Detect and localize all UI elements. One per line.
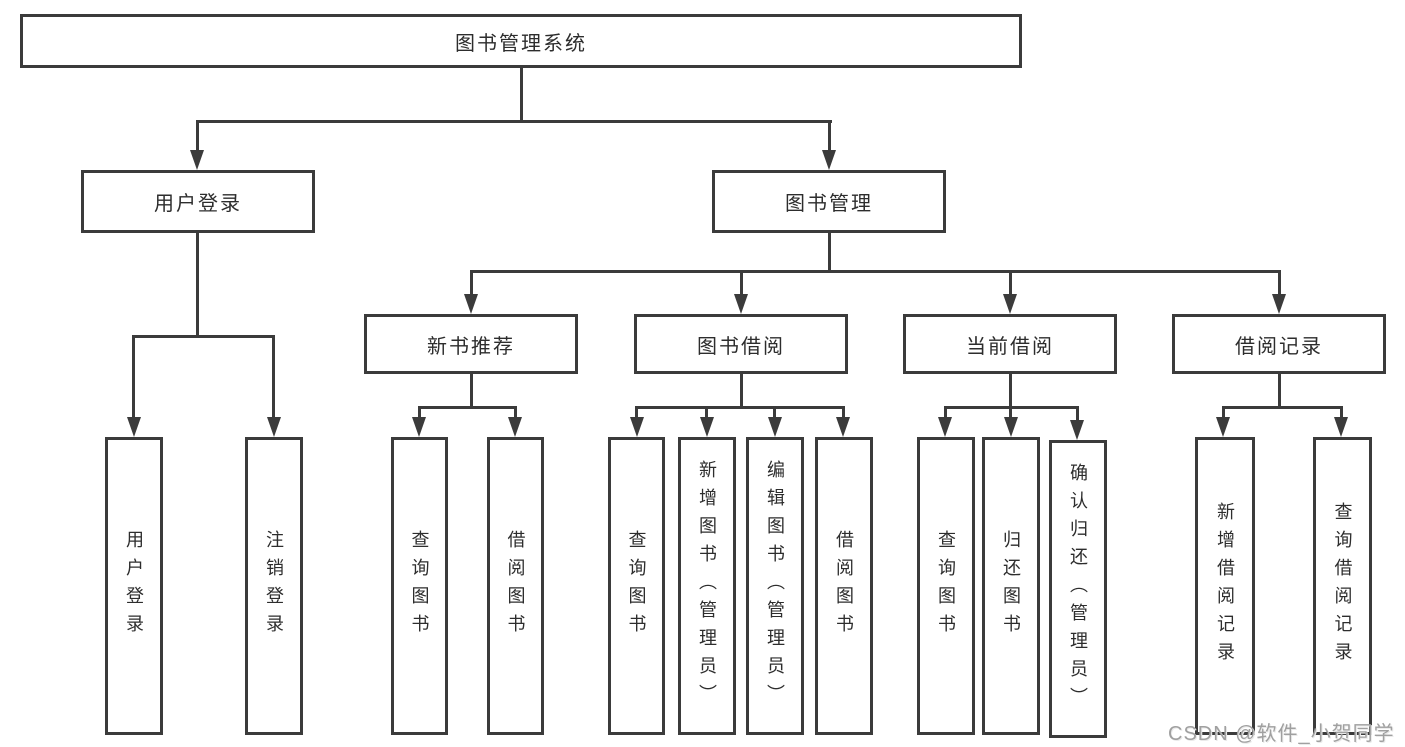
- arrow-down-icon: [190, 150, 204, 170]
- connector-line: [828, 120, 831, 153]
- node-label: 查询图书: [409, 530, 430, 642]
- leaf-add-borrow-record: 新增借阅记录: [1195, 437, 1255, 735]
- connector-line: [842, 406, 845, 420]
- leaf-user-login: 用户登录: [105, 437, 163, 735]
- connector-line: [740, 374, 743, 408]
- node-label: 当前借阅: [966, 335, 1054, 358]
- leaf-query-books-borrowing: 查询图书: [608, 437, 665, 735]
- node-label: 用户登录: [124, 530, 144, 642]
- node-label: 新增图书（管理员）: [697, 460, 717, 712]
- arrow-down-icon: [464, 294, 478, 314]
- node-label: 图书借阅: [697, 335, 785, 358]
- arrow-down-icon: [836, 417, 850, 437]
- node-label: 查询借阅记录: [1332, 502, 1353, 670]
- arrow-down-icon: [1004, 417, 1018, 437]
- arrow-down-icon: [700, 417, 714, 437]
- connector-line: [944, 406, 947, 420]
- arrow-down-icon: [938, 417, 952, 437]
- node-label: 注销登录: [264, 530, 284, 642]
- arrow-down-icon: [734, 294, 748, 314]
- connector-line: [196, 120, 199, 153]
- arrow-down-icon: [1003, 294, 1017, 314]
- node-label: 归还图书: [1001, 530, 1021, 642]
- node-label: 查询图书: [626, 530, 647, 642]
- node-book-management-module: 图书管理: [712, 170, 946, 233]
- connector-line: [470, 270, 1281, 273]
- arrow-down-icon: [267, 417, 281, 437]
- node-label: 查询图书: [936, 530, 956, 642]
- connector-line: [1222, 406, 1225, 420]
- connector-line: [196, 120, 832, 123]
- connector-line: [705, 406, 708, 420]
- connector-line: [740, 270, 743, 296]
- arrow-down-icon: [768, 417, 782, 437]
- connector-line: [418, 406, 517, 409]
- arrow-down-icon: [630, 417, 644, 437]
- leaf-borrow-books-recommend: 借阅图书: [487, 437, 544, 735]
- connector-line: [1222, 406, 1343, 409]
- node-book-borrowing: 图书借阅: [634, 314, 848, 374]
- arrow-down-icon: [1216, 417, 1230, 437]
- node-library-management-system: 图书管理系统: [20, 14, 1022, 68]
- csdn-watermark: CSDN @软件_小贺同学: [1168, 723, 1395, 745]
- connector-line: [470, 270, 473, 296]
- leaf-query-borrow-record: 查询借阅记录: [1313, 437, 1372, 735]
- node-user-login-module: 用户登录: [81, 170, 315, 233]
- leaf-logout-login: 注销登录: [245, 437, 303, 735]
- node-label: 用户登录: [154, 193, 242, 215]
- connector-line: [1009, 406, 1012, 420]
- node-label: 编辑图书（管理员）: [765, 460, 785, 712]
- node-label: 借阅图书: [505, 530, 526, 642]
- leaf-borrow-books: 借阅图书: [815, 437, 873, 735]
- connector-line: [418, 406, 421, 420]
- node-label: 借阅图书: [834, 530, 854, 642]
- leaf-query-books-current: 查询图书: [917, 437, 975, 735]
- connector-line: [1278, 374, 1281, 408]
- connector-line: [773, 406, 776, 420]
- node-new-book-recommendation: 新书推荐: [364, 314, 578, 374]
- arrow-down-icon: [822, 150, 836, 170]
- connector-line: [514, 406, 517, 420]
- connector-line: [1278, 270, 1281, 296]
- leaf-add-book-admin: 新增图书（管理员）: [678, 437, 736, 735]
- arrow-down-icon: [508, 417, 522, 437]
- connector-line: [520, 68, 523, 123]
- arrow-down-icon: [127, 417, 141, 437]
- node-borrowing-records: 借阅记录: [1172, 314, 1386, 374]
- connector-line: [828, 233, 831, 273]
- arrow-down-icon: [1272, 294, 1286, 314]
- arrow-down-icon: [1334, 417, 1348, 437]
- node-label: 图书管理: [785, 193, 873, 215]
- connector-line: [1009, 270, 1012, 296]
- node-label: 新书推荐: [427, 335, 515, 358]
- leaf-edit-book-admin: 编辑图书（管理员）: [746, 437, 804, 735]
- connector-line: [132, 335, 275, 338]
- leaf-confirm-return-admin: 确认归还（管理员）: [1049, 440, 1107, 738]
- connector-line: [635, 406, 845, 409]
- connector-line: [132, 335, 135, 419]
- node-label: 新增借阅记录: [1215, 502, 1235, 670]
- node-current-borrowing: 当前借阅: [903, 314, 1117, 374]
- arrow-down-icon: [1070, 420, 1084, 440]
- connector-line: [635, 406, 638, 420]
- leaf-query-books-recommend: 查询图书: [391, 437, 448, 735]
- connector-line: [272, 335, 275, 419]
- connector-line: [1076, 406, 1079, 420]
- leaf-return-books: 归还图书: [982, 437, 1040, 735]
- node-label: 确认归还（管理员）: [1068, 463, 1088, 715]
- connector-line: [470, 374, 473, 408]
- connector-line: [1340, 406, 1343, 420]
- node-label: 借阅记录: [1235, 335, 1323, 358]
- connector-line: [1009, 374, 1012, 408]
- arrow-down-icon: [412, 417, 426, 437]
- connector-line: [196, 233, 199, 337]
- node-label: 图书管理系统: [455, 32, 587, 55]
